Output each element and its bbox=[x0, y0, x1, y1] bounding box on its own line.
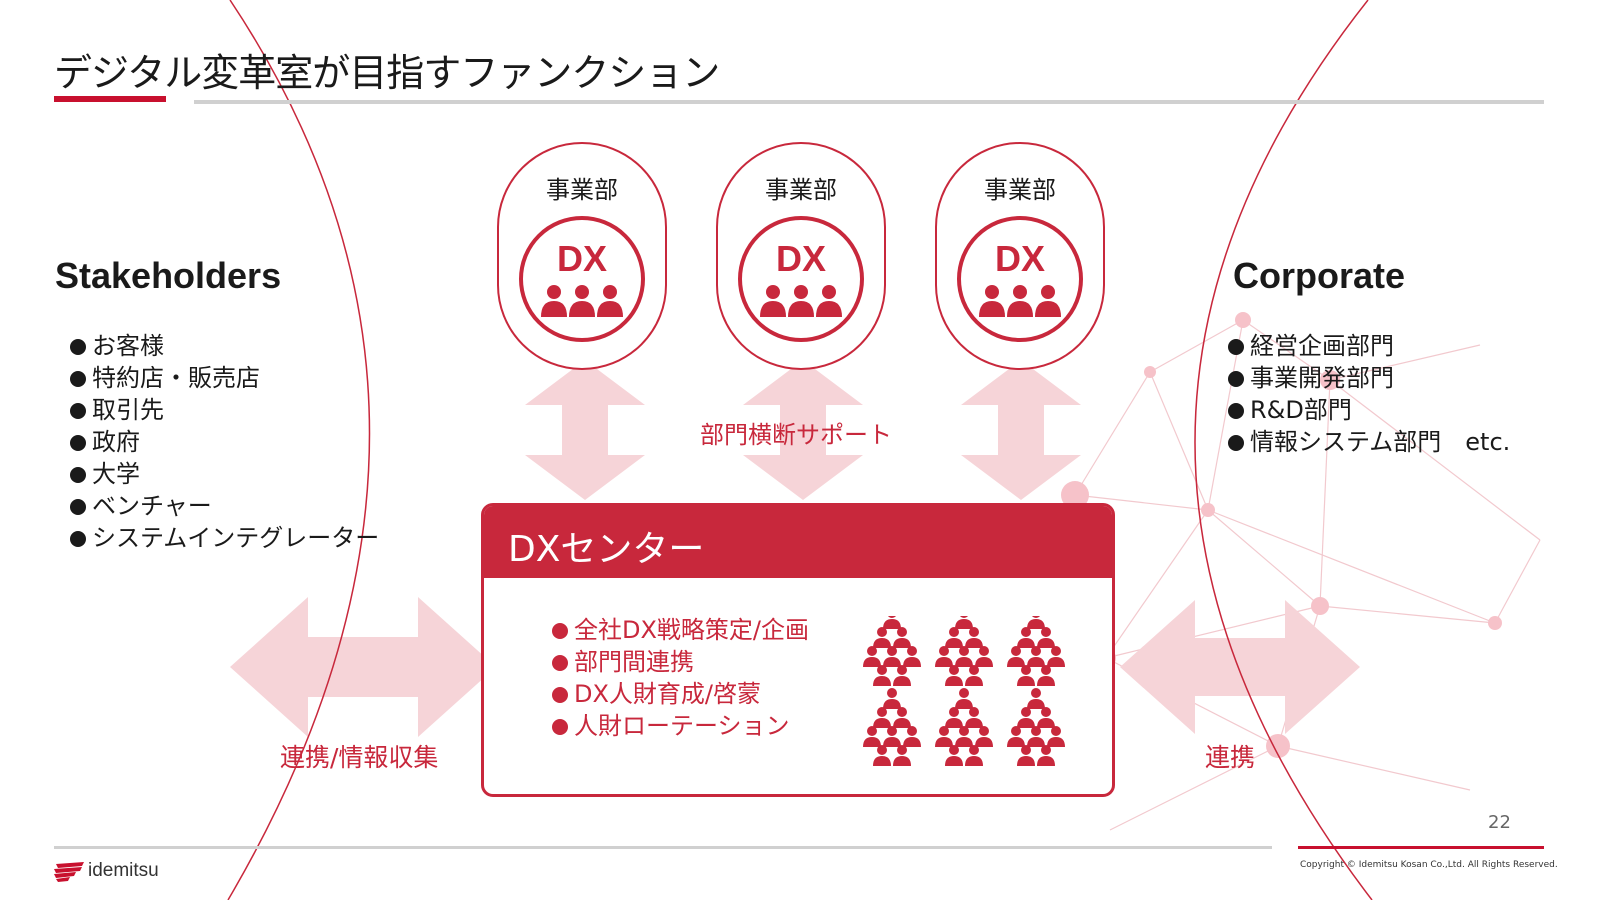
dx-badge-text: DX bbox=[556, 238, 607, 279]
list-item: 特約店・販売店 bbox=[70, 362, 379, 394]
list-item: 情報システム部門 etc. bbox=[1228, 426, 1510, 458]
title-divider bbox=[194, 100, 1544, 104]
team-icon bbox=[760, 285, 842, 317]
page-title: デジタル変革室が目指すファンクション bbox=[54, 51, 720, 95]
list-item: 事業開発部門 bbox=[1228, 362, 1510, 394]
support-arrows bbox=[525, 360, 1081, 500]
bullet-icon bbox=[70, 499, 86, 515]
bullet-icon bbox=[552, 719, 568, 735]
logo-mark-icon bbox=[54, 862, 84, 882]
bullet-icon bbox=[1228, 371, 1244, 387]
side-arcs bbox=[227, 0, 1373, 900]
logo-text: idemitsu bbox=[88, 860, 159, 881]
list-item: ベンチャー bbox=[70, 490, 379, 522]
division-label: 事業部 bbox=[546, 176, 618, 204]
bullet-icon bbox=[552, 655, 568, 671]
collab-arrows bbox=[230, 597, 1360, 737]
division-pill: 事業部 DX bbox=[935, 142, 1105, 370]
bullet-icon bbox=[1228, 435, 1244, 451]
bullet-icon bbox=[70, 371, 86, 387]
list-item: 部門間連携 bbox=[552, 646, 809, 678]
footer-divider bbox=[54, 846, 1272, 849]
people-groups-icon bbox=[863, 616, 1065, 766]
bullet-icon bbox=[70, 435, 86, 451]
stakeholders-list: お客様 特約店・販売店 取引先 政府 大学 ベンチャー システムインテグレーター bbox=[70, 330, 379, 554]
idemitsu-logo: idemitsu bbox=[54, 860, 159, 886]
support-label: 部門横断サポート bbox=[700, 421, 892, 449]
dx-center-list: 全社DX戦略策定/企画 部門間連携 DX人財育成/啓蒙 人財ローテーション bbox=[552, 614, 809, 742]
list-item: DX人財育成/啓蒙 bbox=[552, 678, 809, 710]
dx-center-header: DXセンター bbox=[484, 506, 1112, 578]
footer-accent-line bbox=[1298, 846, 1544, 849]
dx-badge: DX bbox=[738, 216, 864, 342]
corporate-heading: Corporate bbox=[1233, 255, 1406, 296]
title-accent-line bbox=[54, 96, 166, 102]
network-nodes bbox=[1061, 312, 1502, 758]
dx-badge: DX bbox=[957, 216, 1083, 342]
copyright-text: Copyright © Idemitsu Kosan Co.,Ltd. All … bbox=[1300, 860, 1558, 870]
collab-left-label: 連携/情報収集 bbox=[280, 743, 439, 772]
bullet-icon bbox=[1228, 403, 1244, 419]
team-icon bbox=[979, 285, 1061, 317]
list-item: 経営企画部門 bbox=[1228, 330, 1510, 362]
list-item: 政府 bbox=[70, 426, 379, 458]
division-pill: 事業部 DX bbox=[716, 142, 886, 370]
list-item: システムインテグレーター bbox=[70, 522, 379, 554]
dx-badge: DX bbox=[519, 216, 645, 342]
list-item: お客様 bbox=[70, 330, 379, 362]
division-pill: 事業部 DX bbox=[497, 142, 667, 370]
page-number: 22 bbox=[1488, 812, 1511, 833]
bullet-icon bbox=[552, 623, 568, 639]
collab-right-label: 連携 bbox=[1205, 743, 1256, 772]
division-label: 事業部 bbox=[765, 176, 837, 204]
team-icon bbox=[541, 285, 623, 317]
dx-center-box: DXセンター 全社DX戦略策定/企画 部門間連携 DX人財育成/啓蒙 人財ローテ… bbox=[481, 503, 1115, 797]
bullet-icon bbox=[552, 687, 568, 703]
bullet-icon bbox=[70, 467, 86, 483]
dx-center-title: DXセンター bbox=[508, 529, 705, 570]
bullet-icon bbox=[70, 339, 86, 355]
dx-badge-text: DX bbox=[994, 238, 1045, 279]
list-item: R&D部門 bbox=[1228, 394, 1510, 426]
corporate-list: 経営企画部門 事業開発部門 R&D部門 情報システム部門 etc. bbox=[1228, 330, 1510, 458]
list-item: 人財ローテーション bbox=[552, 710, 809, 742]
stakeholders-heading: Stakeholders bbox=[55, 255, 282, 296]
division-label: 事業部 bbox=[984, 176, 1056, 204]
dx-badge-text: DX bbox=[775, 238, 826, 279]
list-item: 取引先 bbox=[70, 394, 379, 426]
bullet-icon bbox=[70, 531, 86, 547]
bullet-icon bbox=[70, 403, 86, 419]
list-item: 大学 bbox=[70, 458, 379, 490]
bullet-icon bbox=[1228, 339, 1244, 355]
list-item: 全社DX戦略策定/企画 bbox=[552, 614, 809, 646]
